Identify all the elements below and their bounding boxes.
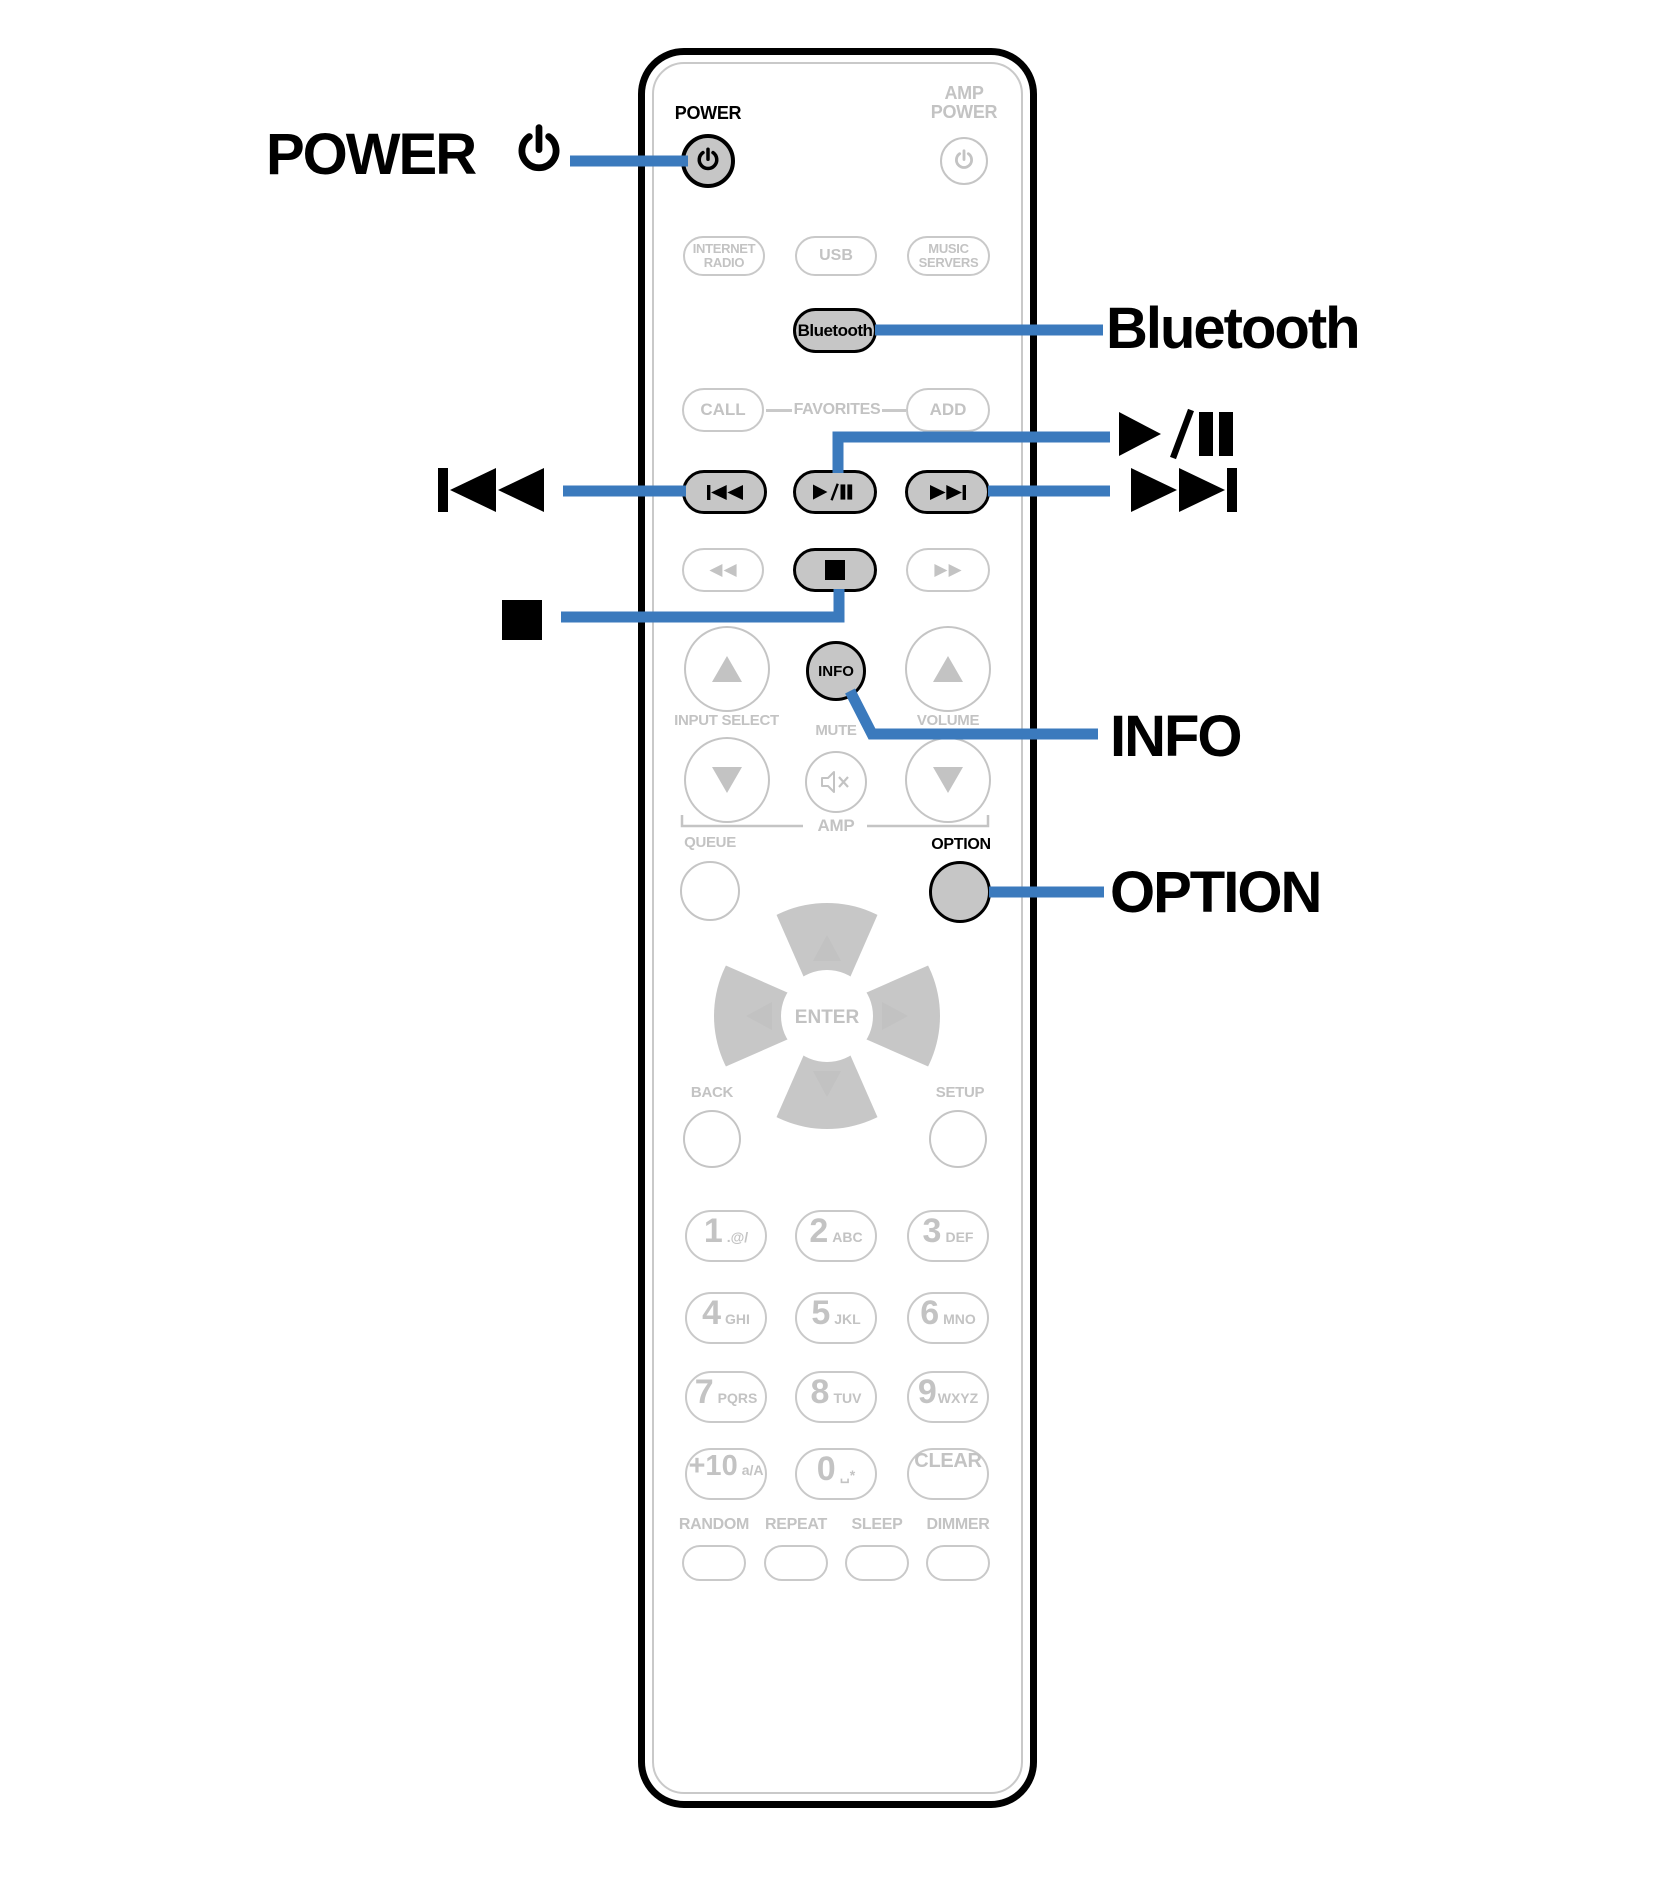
back-caption: BACK — [690, 1084, 734, 1101]
down-arrow-icon — [933, 767, 963, 793]
callout-bluetooth-label: Bluetooth — [1106, 296, 1361, 361]
key-1[interactable]: 1.@/ — [685, 1210, 767, 1262]
dimmer-button[interactable] — [926, 1545, 990, 1581]
key-0[interactable]: 0␣* — [795, 1448, 877, 1500]
key-clear[interactable]: CLEAR — [907, 1448, 989, 1500]
favorites-connector-left — [766, 409, 792, 412]
favorites-connector-right — [882, 409, 906, 412]
option-button[interactable] — [929, 861, 991, 923]
amp-bracket — [680, 815, 990, 828]
favorites-caption: FAVORITES — [793, 401, 881, 418]
queue-button[interactable] — [680, 861, 740, 921]
previous-track-icon — [706, 484, 743, 500]
setup-caption: SETUP — [935, 1084, 985, 1101]
power-button-caption: POWER — [674, 103, 742, 123]
volume-caption: VOLUME — [916, 712, 980, 729]
info-button[interactable]: INFO — [806, 641, 866, 701]
repeat-button[interactable] — [764, 1545, 828, 1581]
mute-button[interactable] — [805, 751, 867, 813]
rewind-icon — [708, 563, 738, 577]
setup-button[interactable] — [929, 1110, 987, 1168]
previous-track-icon — [434, 468, 548, 512]
repeat-caption: REPEAT — [765, 1516, 827, 1533]
stop-icon — [502, 600, 542, 640]
previous-track-button[interactable] — [682, 470, 767, 514]
call-button[interactable]: CALL — [682, 388, 764, 432]
enter-button[interactable] — [781, 970, 873, 1062]
next-track-icon — [1118, 468, 1250, 512]
next-track-icon — [929, 484, 966, 500]
down-arrow-icon — [712, 767, 742, 793]
mute-icon — [819, 769, 853, 795]
direction-pad[interactable]: ENTER — [707, 896, 947, 1136]
callout-power-label: POWER — [266, 122, 477, 187]
fast-forward-icon — [933, 563, 963, 577]
usb-button[interactable]: USB — [795, 236, 877, 276]
random-caption: RANDOM — [678, 1516, 750, 1533]
play-pause-icon — [813, 483, 857, 501]
mute-caption: MUTE — [815, 722, 857, 739]
stop-icon — [825, 560, 845, 580]
queue-caption: QUEUE — [684, 834, 736, 851]
next-track-button[interactable] — [905, 470, 990, 514]
sleep-caption: SLEEP — [851, 1516, 903, 1533]
input-select-down-button[interactable] — [684, 737, 770, 823]
callout-info-label: INFO — [1110, 704, 1243, 769]
volume-down-button[interactable] — [905, 737, 991, 823]
fast-forward-button[interactable] — [906, 548, 990, 592]
random-button[interactable] — [682, 1545, 746, 1581]
dimmer-caption: DIMMER — [926, 1516, 990, 1533]
volume-up-button[interactable] — [905, 626, 991, 712]
stop-button[interactable] — [793, 548, 877, 592]
power-icon — [693, 146, 723, 176]
power-button[interactable] — [681, 134, 735, 188]
up-arrow-icon — [933, 656, 963, 682]
dpad-up-arrow-icon[interactable] — [813, 935, 841, 961]
up-arrow-icon — [712, 656, 742, 682]
dpad-down-arrow-icon[interactable] — [813, 1071, 841, 1097]
back-button[interactable] — [683, 1110, 741, 1168]
option-button-caption: OPTION — [931, 836, 991, 853]
rewind-button[interactable] — [682, 548, 764, 592]
dpad-left-arrow-icon[interactable] — [746, 1002, 772, 1030]
sleep-button[interactable] — [845, 1545, 909, 1581]
input-select-up-button[interactable] — [684, 626, 770, 712]
add-button[interactable]: ADD — [906, 388, 990, 432]
bluetooth-button[interactable]: Bluetooth — [793, 308, 877, 353]
play-pause-button[interactable] — [793, 470, 877, 514]
amp-caption: AMP — [817, 816, 855, 835]
amp-power-button[interactable] — [940, 137, 988, 185]
enter-caption: ENTER — [795, 1007, 860, 1028]
amp-power-icon — [951, 148, 977, 174]
callout-option-label: OPTION — [1110, 860, 1322, 925]
play-pause-icon — [1118, 408, 1248, 460]
dpad-right-arrow-icon[interactable] — [882, 1002, 908, 1030]
input-select-caption: INPUT SELECT — [674, 712, 779, 729]
power-icon — [512, 122, 566, 184]
